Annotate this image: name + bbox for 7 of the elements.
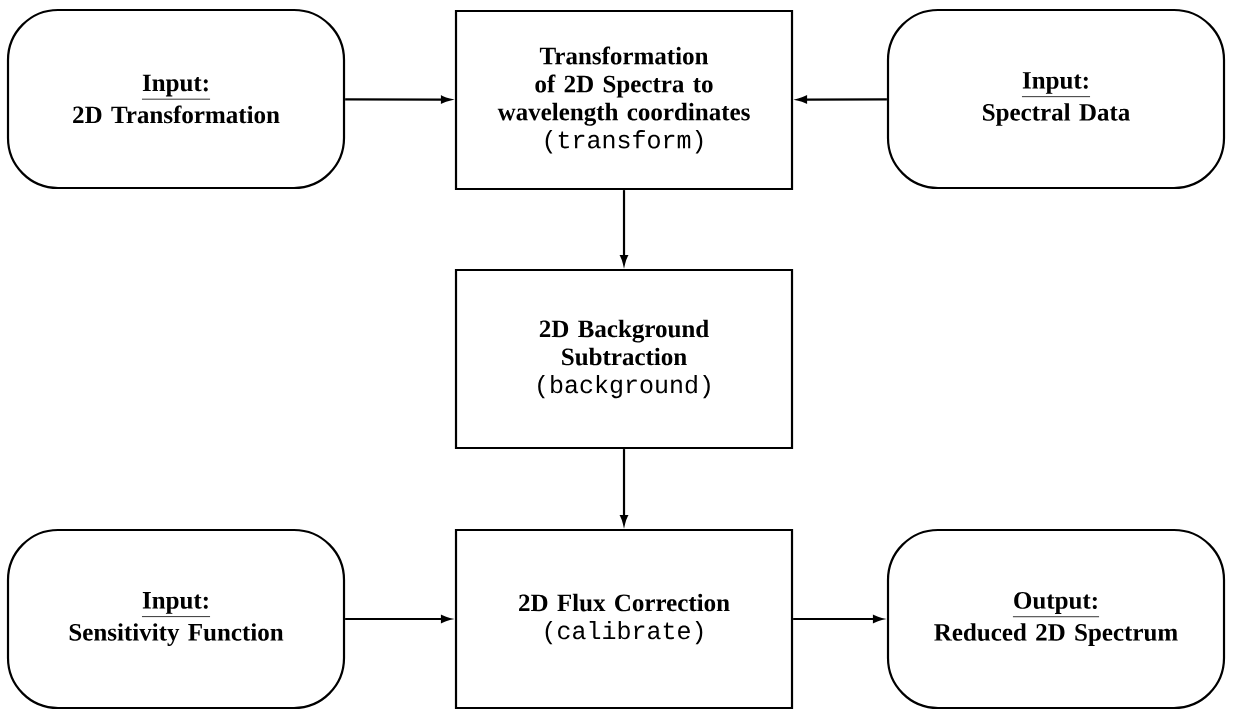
process-box: Transformation of 2D Spectra to wavelength coordinates (transform): [454, 9, 794, 191]
terminal-box: Input: Spectral Data: [886, 8, 1226, 190]
process-box: 2D Flux Correction (calibrate): [454, 528, 794, 710]
terminal-box: Output: Reduced 2D Spectrum: [886, 528, 1226, 710]
terminal-box: Input: 2D Transformation: [6, 8, 346, 190]
terminal-box: Input: Sensitivity Function: [6, 528, 346, 710]
process-box: 2D Background Subtraction (background): [454, 268, 794, 450]
